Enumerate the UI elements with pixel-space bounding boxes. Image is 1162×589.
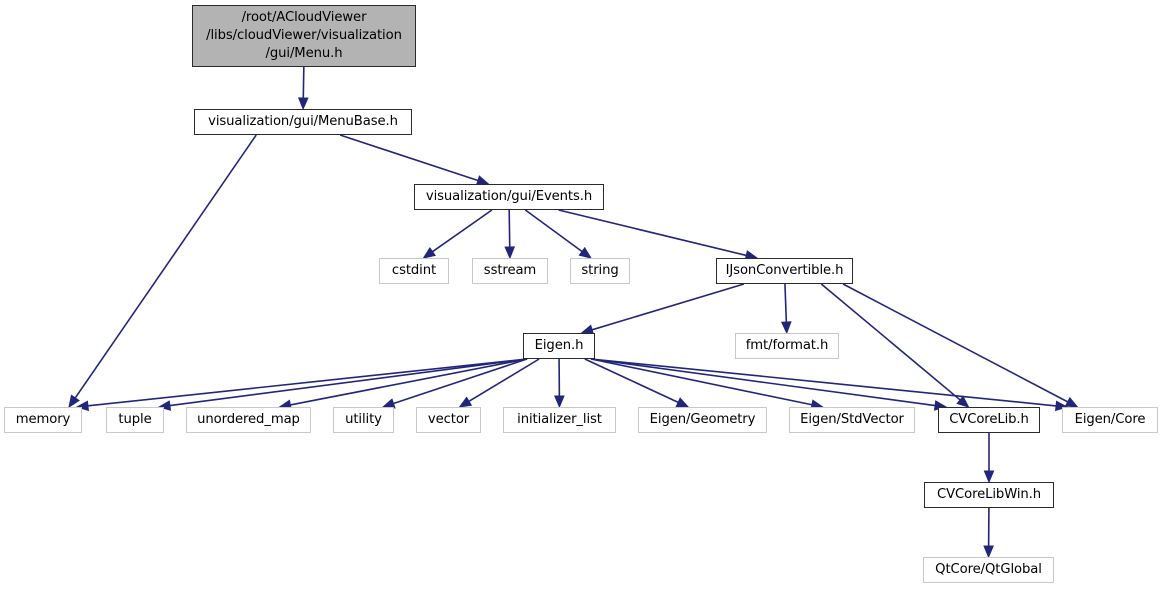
graph-node-label: CVCoreLib.h [949,412,1029,428]
graph-node-label: memory [15,412,71,428]
graph-node-label: Eigen.h [534,338,584,354]
graph-node-label: Eigen/StdVector [800,412,904,428]
graph-node-label: IJsonConvertible.h [725,263,844,279]
graph-node-label: Eigen/Geometry [649,412,756,428]
graph-node-memory[interactable]: memory [4,407,82,433]
graph-node-tuple[interactable]: tuple [106,407,164,433]
graph-node-label: string [581,263,619,279]
graph-node-label: unordered_map [197,412,300,428]
graph-node-cstdint[interactable]: cstdint [379,258,449,284]
graph-node-eigen-stdvector[interactable]: Eigen/StdVector [789,407,915,433]
graph-node-label: initializer_list [517,412,602,428]
graph-node-events-h[interactable]: visualization/gui/Events.h [414,184,604,210]
graph-node-string[interactable]: string [570,258,630,284]
graph-node-label: CVCoreLibWin.h [936,487,1042,503]
graph-node-label: /root/ACloudViewer /libs/cloudViewer/vis… [206,10,402,61]
graph-node-vector[interactable]: vector [416,407,481,433]
graph-node-eigen-geometry[interactable]: Eigen/Geometry [638,407,767,433]
graph-node-eigen-core[interactable]: Eigen/Core [1062,407,1158,433]
graph-node-cvcorelib-h[interactable]: CVCoreLib.h [938,407,1040,433]
graph-node-ijsonconvertible-h[interactable]: IJsonConvertible.h [716,258,853,284]
graph-node-qtcore-qtglobal[interactable]: QtCore/QtGlobal [923,557,1054,583]
graph-node-fmt-format-h[interactable]: fmt/format.h [735,333,839,359]
graph-node-utility[interactable]: utility [333,407,394,433]
graph-node-label: visualization/gui/Events.h [425,189,593,205]
graph-node-label: Eigen/Core [1074,412,1146,428]
graph-node-menu-h[interactable]: /root/ACloudViewer /libs/cloudViewer/vis… [192,5,416,67]
graph-node-label: QtCore/QtGlobal [935,562,1042,578]
graph-node-menubase-h[interactable]: visualization/gui/MenuBase.h [194,109,412,135]
graph-node-label: visualization/gui/MenuBase.h [208,114,398,130]
graph-node-label: fmt/format.h [745,338,829,354]
graph-node-eigen-h[interactable]: Eigen.h [523,333,595,359]
graph-node-label: tuple [118,412,152,428]
graph-node-label: utility [345,412,382,428]
graph-node-initializer-list[interactable]: initializer_list [503,407,616,433]
graph-node-sstream[interactable]: sstream [472,258,548,284]
graph-node-label: vector [427,412,470,428]
graph-node-label: sstream [483,263,537,279]
graph-node-unordered-map[interactable]: unordered_map [186,407,311,433]
graph-node-cvcorelibwin-h[interactable]: CVCoreLibWin.h [924,482,1054,508]
graph-node-label: cstdint [391,263,437,279]
